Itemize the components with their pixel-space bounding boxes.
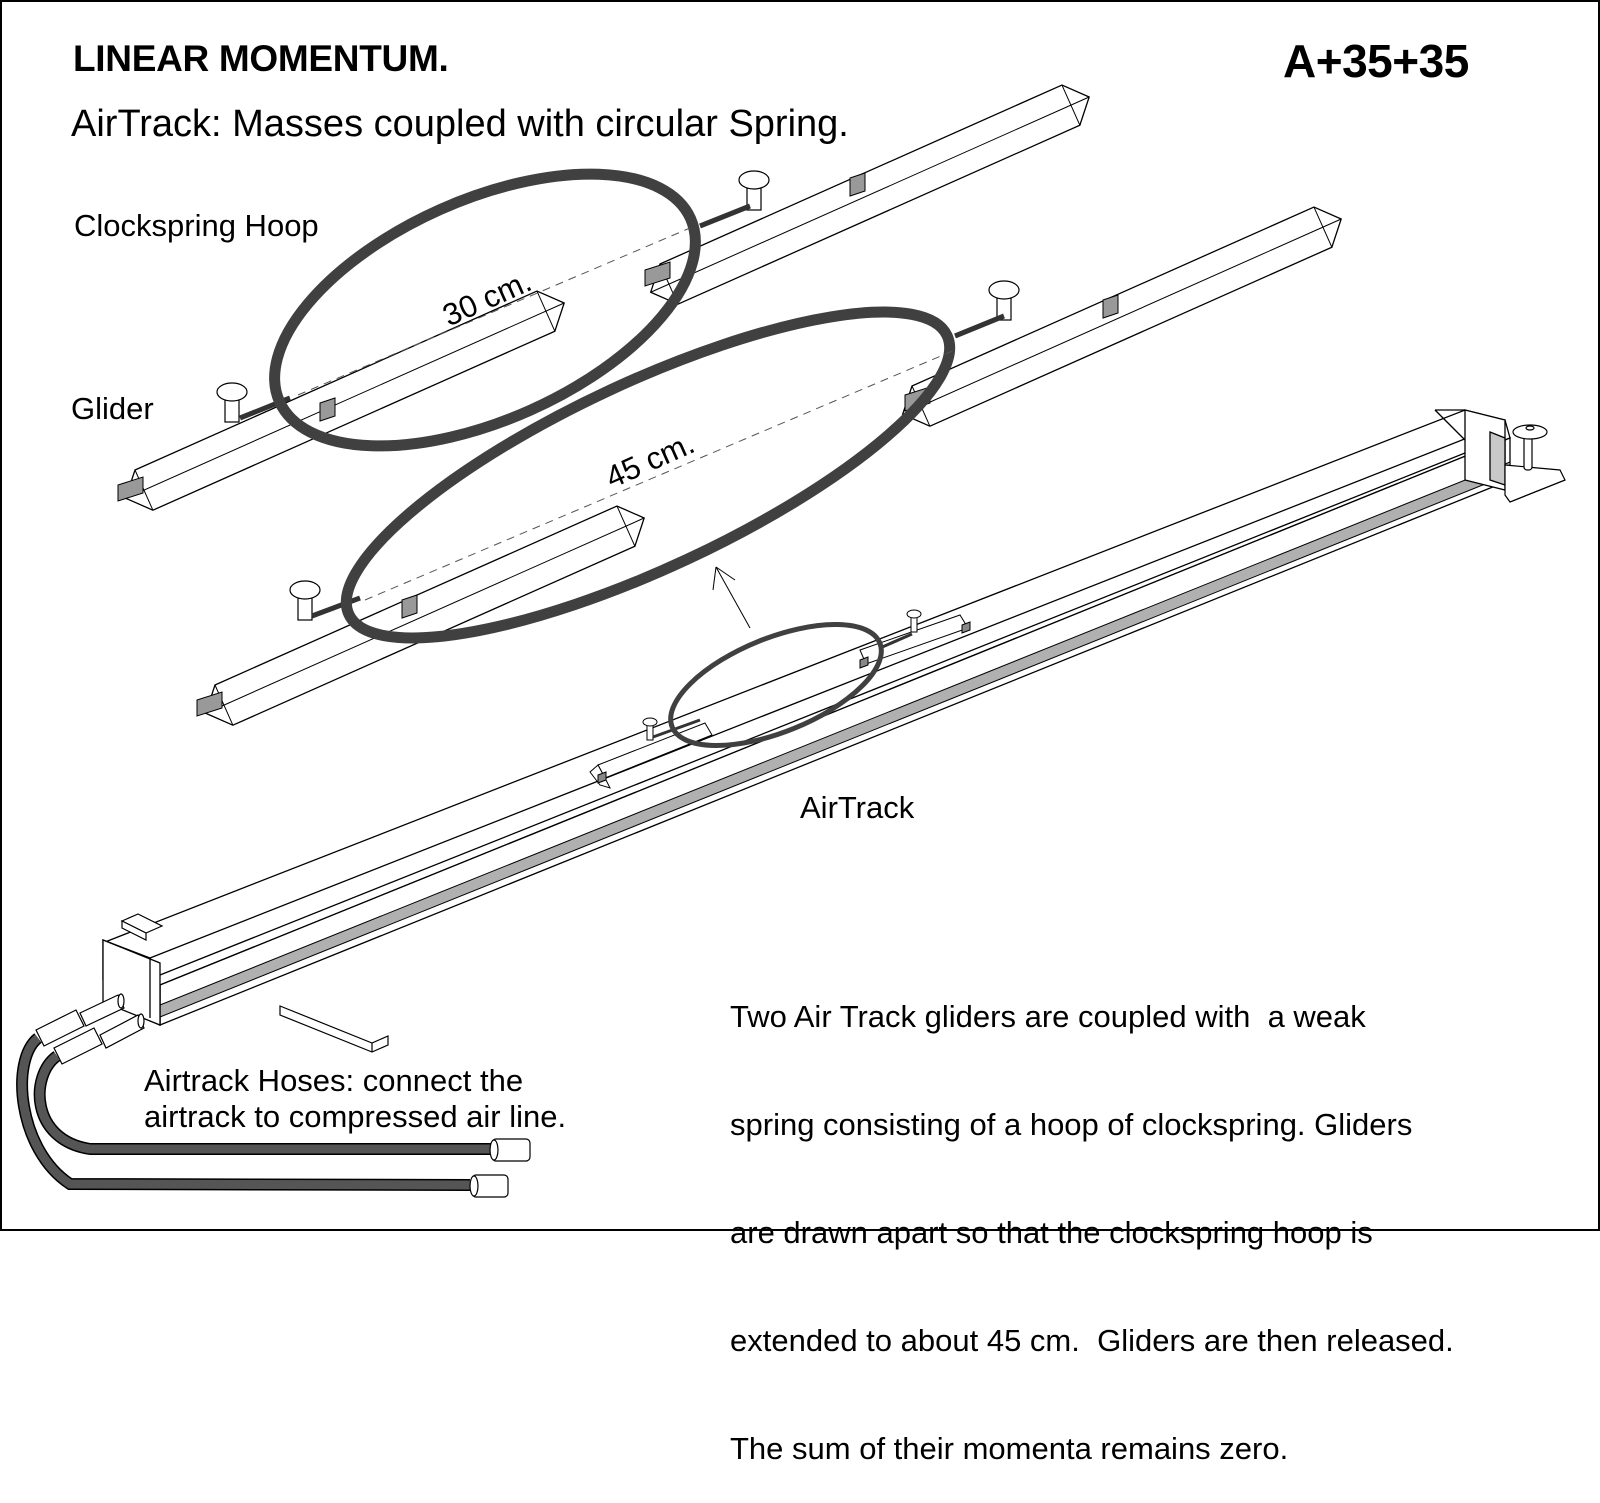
description: Two Air Track gliders are coupled with a… bbox=[730, 927, 1454, 1503]
small-glider-right bbox=[859, 609, 971, 669]
leveling-screw bbox=[1504, 424, 1566, 503]
subtitle: AirTrack: Masses coupled with circular S… bbox=[71, 103, 849, 145]
hoses-note-line: airtrack to compressed air line. bbox=[144, 1099, 567, 1134]
small-clockspring-hoop bbox=[668, 622, 884, 748]
description-line: Two Air Track gliders are coupled with a… bbox=[730, 999, 1366, 1034]
clockspring-hoop-45cm bbox=[340, 306, 956, 644]
hose-connectors bbox=[35, 993, 145, 1065]
airtrack-illustration bbox=[16, 76, 1566, 1198]
airtrack-hoses bbox=[16, 1033, 495, 1191]
glider-pins-middle bbox=[289, 280, 1020, 621]
demo-code: A+35+35 bbox=[1283, 35, 1469, 87]
glider-middle-left bbox=[196, 497, 654, 734]
hoses-note: Airtrack Hoses: connect the airtrack to … bbox=[144, 1063, 566, 1135]
dimension-line-30cm bbox=[297, 227, 691, 396]
glider-middle-right bbox=[893, 198, 1351, 435]
glider-bumpers-top bbox=[117, 172, 866, 502]
description-line: extended to about 45 cm. Gliders are the… bbox=[730, 1323, 1454, 1358]
label-airtrack: AirTrack bbox=[800, 790, 915, 825]
hose-end-fittings bbox=[469, 1138, 531, 1198]
clockspring-hoop-30cm bbox=[269, 168, 701, 452]
glider-top-left bbox=[116, 282, 574, 519]
expand-arrow bbox=[712, 566, 751, 629]
description-line: are drawn apart so that the clockspring … bbox=[730, 1215, 1373, 1250]
airtrack-rail bbox=[102, 409, 1511, 1026]
label-glider: Glider bbox=[71, 391, 154, 426]
dimension-line-45cm bbox=[364, 349, 956, 601]
airtrack-stand bbox=[120, 913, 389, 1053]
page-title: LINEAR MOMENTUM. bbox=[73, 38, 449, 79]
label-clockspring-hoop: Clockspring Hoop bbox=[74, 208, 319, 243]
description-line: The sum of their momenta remains zero. bbox=[730, 1431, 1289, 1466]
description-line: spring consisting of a hoop of clockspri… bbox=[730, 1107, 1413, 1142]
hoses-note-line: Airtrack Hoses: connect the bbox=[144, 1063, 524, 1098]
